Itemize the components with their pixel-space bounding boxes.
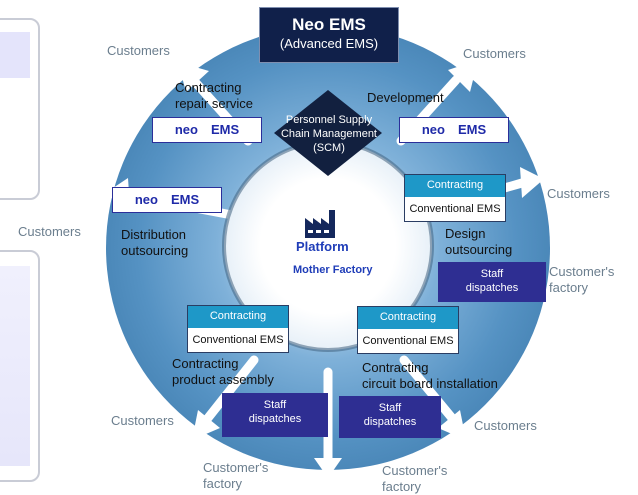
customer-factory-bottom-right: Customer's factory <box>382 463 447 495</box>
contracting-box-circuit: Contracting Conventional EMS <box>357 306 459 354</box>
contracting-box-circuit-body: Conventional EMS <box>362 335 454 347</box>
neo-ems-header-box: Neo EMS (Advanced EMS) <box>259 7 399 63</box>
contracting-box-design: Contracting Conventional EMS <box>404 174 506 222</box>
staff-dispatches-bottom-left: Staff dispatches <box>222 393 328 437</box>
scm-label: Personnel Supply Chain Management (SCM) <box>276 113 382 155</box>
customer-factory-right-line-1: Customer's <box>549 264 615 279</box>
product-assembly-line-2: product assembly <box>172 372 274 387</box>
staff-dispatches-right: Staff dispatches <box>438 262 546 302</box>
distribution-outsourcing-label: Distribution outsourcing <box>121 227 188 259</box>
scm-line-3: (SCM) <box>313 142 345 154</box>
customer-factory-bottom-right-line-2: factory <box>382 479 422 494</box>
neo-ems-subtitle: (Advanced EMS) <box>279 36 379 51</box>
customers-label-right: Customers <box>547 186 610 201</box>
factory-icon <box>305 210 335 238</box>
customers-label-bottom-left: Customers <box>111 413 174 428</box>
contracting-box-assembly-body: Conventional EMS <box>192 334 284 346</box>
customers-label-left: Customers <box>18 224 81 239</box>
neo-ems-box-repair: neo EMS <box>152 117 262 143</box>
circuit-board-line-2: circuit board installation <box>362 376 498 391</box>
customers-label-top-right: Customers <box>463 46 526 61</box>
left-panel-top-highlight <box>0 32 30 78</box>
customer-factory-bottom-left-line-1: Customer's <box>203 460 269 475</box>
contracting-box-assembly-header: Contracting <box>188 306 288 328</box>
neo-ems-title: Neo EMS <box>292 15 366 34</box>
circuit-board-label: Contracting circuit board installation <box>362 360 498 392</box>
customer-factory-right: Customer's factory <box>549 264 614 296</box>
repair-service-label: Contracting repair service <box>175 80 253 112</box>
distribution-line-1: Distribution <box>121 227 187 242</box>
mother-factory-label: Mother Factory <box>293 264 373 276</box>
distribution-line-2: outsourcing <box>121 243 189 258</box>
neo-ems-box-development: neo EMS <box>399 117 509 143</box>
product-assembly-line-1: Contracting <box>172 356 239 371</box>
development-label: Development <box>367 90 444 105</box>
repair-service-line-1: Contracting <box>175 80 242 95</box>
design-line-2: outsourcing <box>445 242 513 257</box>
circuit-board-line-1: Contracting <box>362 360 429 375</box>
left-panel-bottom <box>0 250 40 482</box>
left-panel-bottom-fill <box>0 266 30 466</box>
product-assembly-label: Contracting product assembly <box>172 356 274 388</box>
staff-dispatches-right-line-1: Staff <box>480 268 504 280</box>
staff-dispatches-bottom-left-line-2: dispatches <box>248 413 302 425</box>
contracting-box-assembly: Contracting Conventional EMS <box>187 305 289 353</box>
staff-dispatches-bottom-right-line-1: Staff <box>378 402 402 414</box>
customer-factory-bottom-right-line-1: Customer's <box>382 463 448 478</box>
customer-factory-bottom-left: Customer's factory <box>203 460 268 492</box>
staff-dispatches-bottom-right: Staff dispatches <box>339 396 441 438</box>
scm-diamond <box>274 90 382 176</box>
customer-factory-right-line-2: factory <box>549 280 589 295</box>
neo-ems-box-distribution: neo EMS <box>112 187 222 213</box>
customer-factory-bottom-left-line-2: factory <box>203 476 243 491</box>
customers-label-bottom-right: Customers <box>474 418 537 433</box>
left-panel-top <box>0 18 40 200</box>
contracting-box-design-header: Contracting <box>405 175 505 197</box>
customers-label-top-left: Customers <box>107 43 170 58</box>
staff-dispatches-right-line-2: dispatches <box>465 282 519 294</box>
staff-dispatches-bottom-right-line-2: dispatches <box>363 416 417 428</box>
scm-line-1: Personnel Supply <box>285 114 373 126</box>
platform-label: Platform <box>296 239 349 254</box>
design-line-1: Design <box>445 226 486 241</box>
contracting-box-design-body: Conventional EMS <box>409 203 501 215</box>
design-outsourcing-label: Design outsourcing <box>445 226 512 258</box>
staff-dispatches-bottom-left-line-1: Staff <box>263 399 287 411</box>
scm-line-2: Chain Management <box>280 128 377 140</box>
contracting-box-circuit-header: Contracting <box>358 307 458 329</box>
repair-service-line-2: repair service <box>175 96 254 111</box>
